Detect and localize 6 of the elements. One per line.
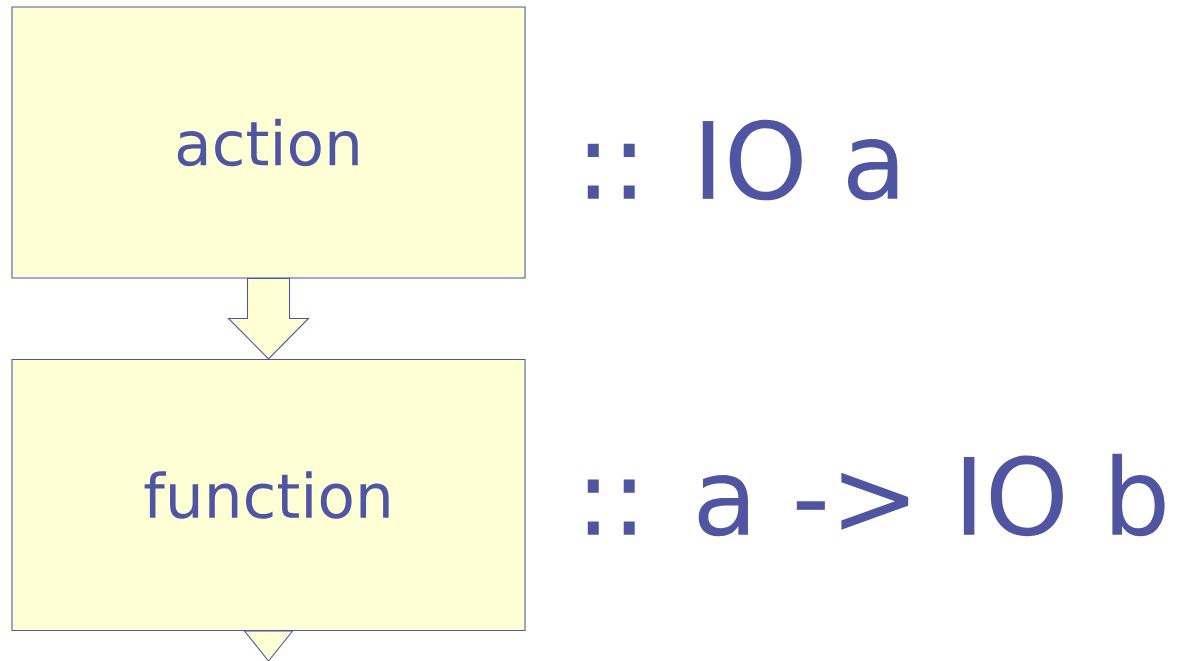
block-arrow	[227, 277, 310, 360]
process-box: action	[11, 6, 526, 279]
process-box: function	[11, 359, 526, 631]
block-arrow	[243, 630, 294, 661]
type-signature: :: IO a	[587, 119, 898, 201]
type-signature: :: a -> IO b	[587, 453, 1165, 537]
